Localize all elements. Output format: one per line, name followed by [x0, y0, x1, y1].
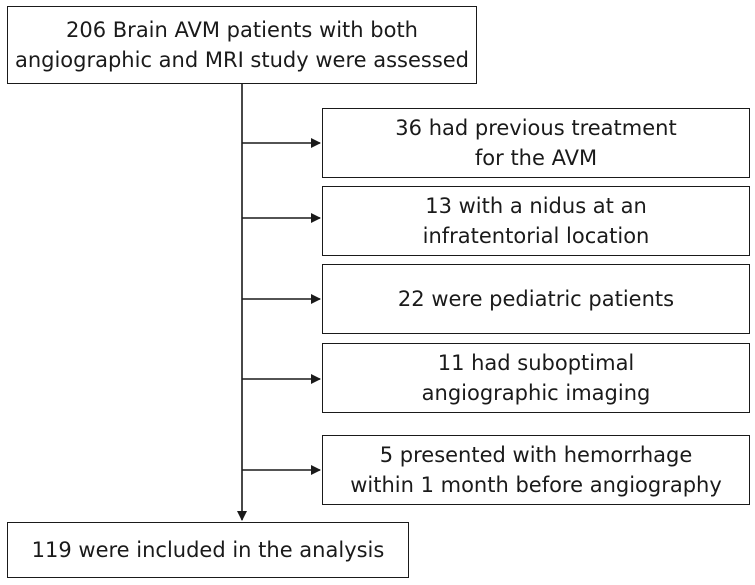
exclusion-4-line-2: angiographic imaging: [421, 381, 651, 405]
assessed-line-2: angiographic and MRI study were assessed: [14, 48, 470, 72]
included-patients-box: 119 were included in the analysis: [7, 522, 409, 578]
exclusion-2-line-1: 13 with a nidus at an: [425, 194, 647, 218]
assessed-patients-box: 206 Brain AVM patients with both angiogr…: [7, 6, 477, 84]
exclusion-box-pediatric: 22 were pediatric patients: [322, 264, 750, 334]
exclusion-box-hemorrhage: 5 presented with hemorrhage within 1 mon…: [322, 435, 750, 505]
exclusion-5-line-2: within 1 month before angiography: [350, 473, 722, 497]
exclusion-box-previous-treatment: 36 had previous treatment for the AVM: [322, 108, 750, 178]
exclusion-4-line-1: 11 had suboptimal: [437, 351, 635, 375]
included-line-1: 119 were included in the analysis: [31, 538, 385, 562]
assessed-line-1: 206 Brain AVM patients with both: [66, 18, 418, 42]
exclusion-2-line-2: infratentorial location: [422, 224, 650, 248]
exclusion-box-infratentorial: 13 with a nidus at an infratentorial loc…: [322, 186, 750, 256]
exclusion-5-line-1: 5 presented with hemorrhage: [379, 443, 693, 467]
exclusion-box-suboptimal-imaging: 11 had suboptimal angiographic imaging: [322, 343, 750, 413]
exclusion-1-line-2: for the AVM: [474, 146, 598, 170]
exclusion-3-line-1: 22 were pediatric patients: [397, 287, 675, 311]
exclusion-1-line-1: 36 had previous treatment: [395, 116, 677, 140]
